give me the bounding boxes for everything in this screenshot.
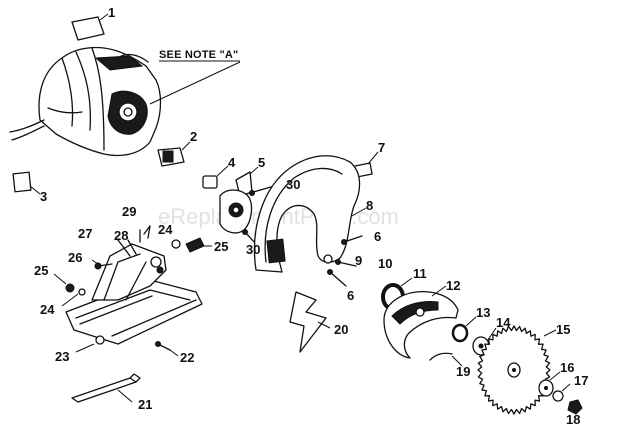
part-2-armature bbox=[157, 141, 191, 167]
callout-13: 13 bbox=[476, 305, 490, 320]
callout-16: 16 bbox=[560, 360, 574, 375]
callout-27: 27 bbox=[78, 226, 92, 241]
callout-23: 23 bbox=[55, 349, 69, 364]
callout-28: 28 bbox=[114, 228, 128, 243]
callout-22: 22 bbox=[180, 350, 194, 365]
callout-17: 17 bbox=[574, 373, 588, 388]
part-16-17-18-blade-hardware bbox=[538, 371, 583, 415]
see-note-a: SEE NOTE "A" bbox=[149, 49, 241, 105]
callout-24-lower: 24 bbox=[40, 302, 55, 317]
gear-case bbox=[219, 184, 279, 245]
callout-3: 3 bbox=[40, 189, 47, 204]
callout-14: 14 bbox=[496, 315, 511, 330]
callout-25-lower: 25 bbox=[34, 263, 48, 278]
callout-2: 2 bbox=[190, 129, 197, 144]
callout-numbers: 1 2 3 4 5 30 7 8 6 9 10 6 11 12 13 14 15… bbox=[34, 5, 588, 427]
callout-6-lower: 6 bbox=[347, 288, 354, 303]
callout-26: 26 bbox=[68, 250, 82, 265]
part-21-rip-fence bbox=[71, 373, 141, 403]
callout-24-upper: 24 bbox=[158, 222, 173, 237]
part-4-bearing bbox=[202, 165, 229, 189]
callout-12: 12 bbox=[446, 278, 460, 293]
callout-1: 1 bbox=[108, 5, 115, 20]
part-6-9-10-hardware bbox=[323, 235, 363, 287]
motor-housing bbox=[9, 46, 162, 157]
part-19-spring bbox=[429, 352, 463, 367]
callout-15: 15 bbox=[556, 322, 570, 337]
see-note-a-text: SEE NOTE "A" bbox=[159, 49, 238, 61]
callout-21: 21 bbox=[138, 397, 152, 412]
part-12-lower-guard bbox=[383, 285, 459, 359]
callout-10: 10 bbox=[378, 256, 392, 271]
part-22-screw bbox=[155, 341, 179, 357]
callout-8: 8 bbox=[366, 198, 373, 213]
callout-29: 29 bbox=[122, 204, 136, 219]
part-15-saw-blade bbox=[477, 325, 557, 415]
callout-19: 19 bbox=[456, 364, 470, 379]
part-8-upper-guard bbox=[253, 155, 367, 273]
part-20-decal bbox=[289, 291, 331, 353]
callout-18: 18 bbox=[566, 412, 580, 427]
callout-4: 4 bbox=[228, 155, 236, 170]
callout-11: 11 bbox=[413, 266, 427, 281]
part-13-washer bbox=[451, 316, 477, 343]
callout-7: 7 bbox=[378, 140, 385, 155]
callout-20: 20 bbox=[334, 322, 348, 337]
callout-25-upper: 25 bbox=[214, 239, 228, 254]
callout-30-upper: 30 bbox=[286, 177, 300, 192]
base-hardware bbox=[53, 225, 212, 307]
base-plate-assembly bbox=[65, 225, 203, 345]
part-23-leader bbox=[75, 343, 95, 353]
callout-5: 5 bbox=[258, 155, 265, 170]
part-1-label-plate bbox=[71, 13, 109, 41]
callout-6-upper: 6 bbox=[374, 229, 381, 244]
callout-9: 9 bbox=[355, 253, 362, 268]
callout-30-lower: 30 bbox=[246, 242, 260, 257]
part-3-plate bbox=[12, 171, 41, 195]
